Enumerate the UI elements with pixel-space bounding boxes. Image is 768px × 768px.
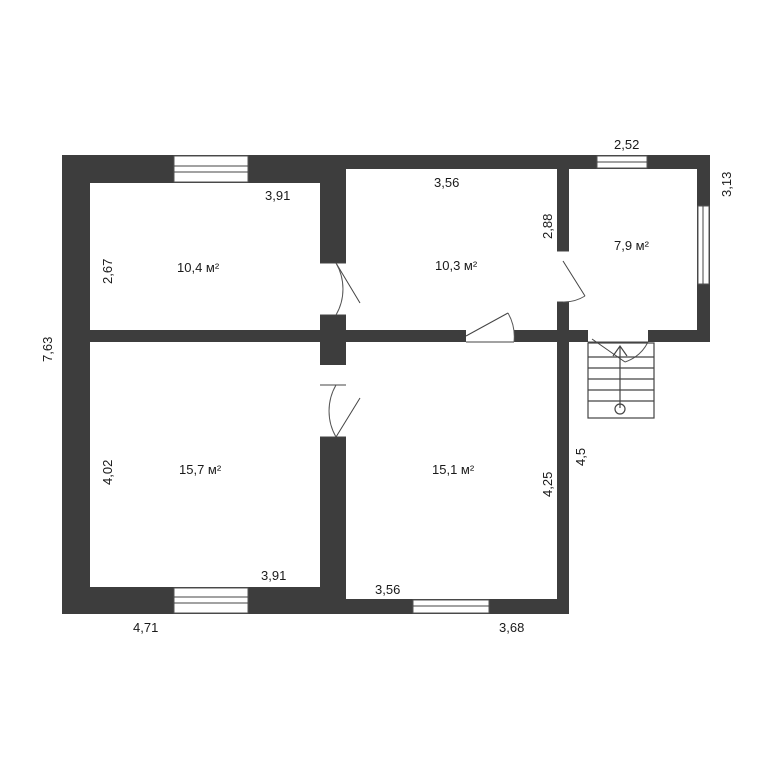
window-right bbox=[697, 205, 710, 285]
dim-bottom-left-height: 4,02 bbox=[100, 460, 115, 485]
dim-overall-height: 7,63 bbox=[40, 337, 55, 362]
dim-top-middle-width: 3,56 bbox=[434, 175, 459, 190]
dim-bottom-left-outer-width: 4,71 bbox=[133, 620, 158, 635]
dim-top-left-height: 2,67 bbox=[100, 259, 115, 284]
dim-top-right-width: 2,52 bbox=[614, 137, 639, 152]
room-top-right-area: 7,9 м² bbox=[614, 238, 650, 253]
dim-bottom-middle-height: 4,25 bbox=[540, 472, 555, 497]
window-top-right bbox=[596, 155, 648, 169]
dim-bottom-right-outer-width: 3,68 bbox=[499, 620, 524, 635]
stairs bbox=[587, 342, 655, 419]
wall-right-bottom bbox=[557, 330, 569, 614]
room-bottom-left-area: 15,7 м² bbox=[179, 462, 222, 477]
dim-bottom-middle-width: 3,56 bbox=[375, 582, 400, 597]
door-small-room bbox=[557, 250, 586, 303]
door-bottom-left bbox=[320, 384, 361, 438]
window-top-left bbox=[173, 155, 249, 183]
walls bbox=[62, 155, 710, 614]
dimension-labels: 3,91 3,56 2,52 3,13 2,67 2,88 7,63 4,02 … bbox=[40, 137, 734, 635]
wall-horizontal-middle-a bbox=[346, 330, 466, 342]
wall-left bbox=[62, 155, 90, 614]
windows bbox=[173, 155, 710, 614]
window-bottom-middle bbox=[412, 599, 490, 614]
room-areas: 10,4 м² 10,3 м² 7,9 м² 15,7 м² 15,1 м² bbox=[177, 238, 650, 477]
wall-middle-join bbox=[320, 315, 346, 365]
dim-bottom-left-width: 3,91 bbox=[261, 568, 286, 583]
dim-right-small-height: 3,13 bbox=[719, 172, 734, 197]
wall-middle-lower bbox=[320, 437, 346, 614]
wall-horizontal-middle-b bbox=[514, 330, 588, 342]
dim-top-middle-height: 2,88 bbox=[540, 214, 555, 239]
room-top-left-area: 10,4 м² bbox=[177, 260, 220, 275]
wall-horizontal-left bbox=[62, 330, 320, 342]
wall-horizontal-right bbox=[648, 330, 710, 342]
room-top-middle-area: 10,3 м² bbox=[435, 258, 478, 273]
wall-middle-upper bbox=[320, 169, 346, 263]
wall-small-room-left bbox=[557, 155, 569, 251]
window-bottom-left bbox=[173, 587, 249, 614]
door-middle bbox=[465, 312, 515, 343]
room-bottom-middle-area: 15,1 м² bbox=[432, 462, 475, 477]
door-top-left bbox=[320, 262, 361, 316]
dim-bottom-right-height: 4,5 bbox=[573, 448, 588, 466]
doors bbox=[320, 250, 649, 438]
dim-top-left-width: 3,91 bbox=[265, 188, 290, 203]
